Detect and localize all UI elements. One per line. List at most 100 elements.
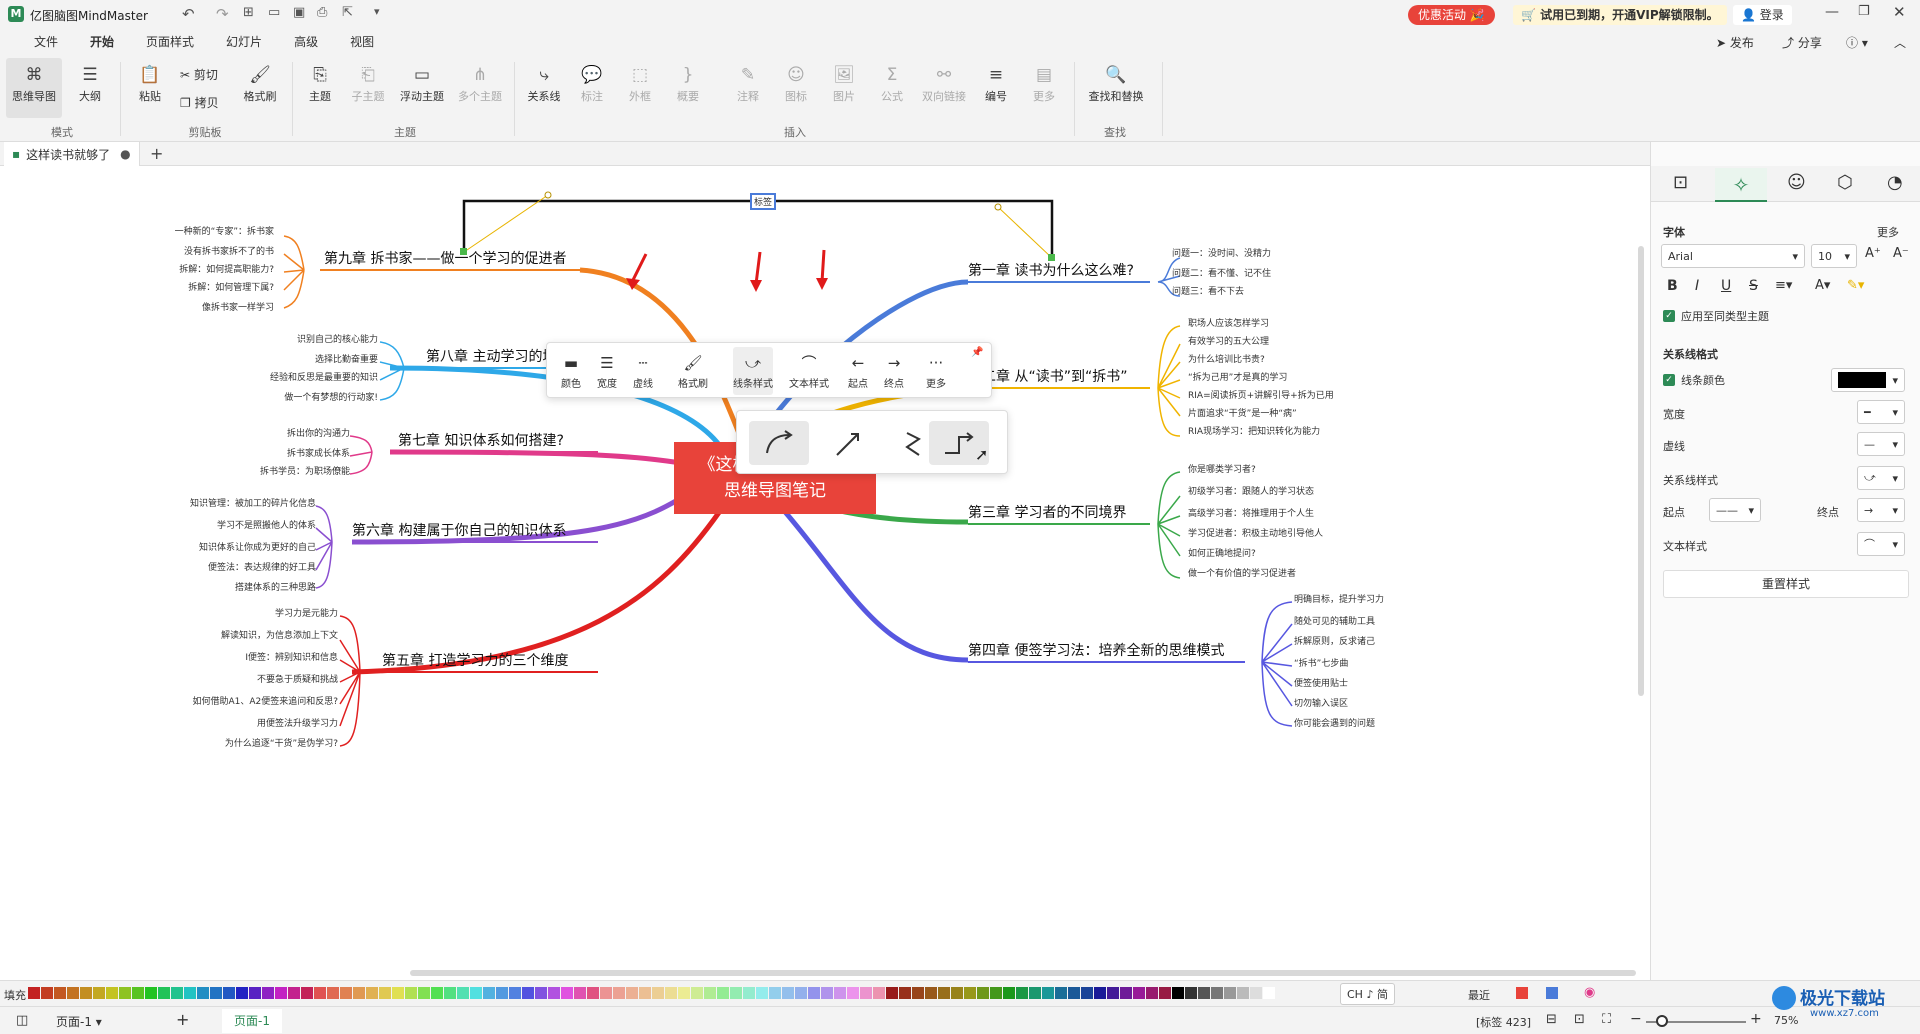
color-swatch[interactable] xyxy=(1042,987,1054,999)
ch2-sub[interactable]: RIA现场学习：把知识转化为能力 xyxy=(1188,427,1321,437)
collapse-ribbon-icon[interactable]: ︿ xyxy=(1894,36,1907,50)
apply-same-checkbox[interactable]: ✓ xyxy=(1663,310,1675,322)
numbering-button[interactable]: ≡编号 xyxy=(974,62,1018,104)
chapter-3-title[interactable]: 第三章 学习者的不同境界 xyxy=(968,505,1127,521)
color-swatch[interactable] xyxy=(1211,987,1223,999)
ch5-sub[interactable]: 为什么追逐“干货”是伪学习? xyxy=(224,739,338,749)
end-select[interactable]: →▾ xyxy=(1857,498,1905,522)
add-tab-button[interactable]: + xyxy=(150,144,164,163)
color-swatch[interactable] xyxy=(262,987,274,999)
color-swatch[interactable] xyxy=(93,987,105,999)
publish-button[interactable]: ➤ 发布 xyxy=(1716,36,1754,50)
menu-file[interactable]: 文件 xyxy=(34,35,59,49)
color-swatch[interactable] xyxy=(938,987,950,999)
bilink-button[interactable]: ⚯双向链接 xyxy=(918,62,970,104)
ch5-sub[interactable]: 用便签法升级学习力 xyxy=(256,719,338,729)
cut-button[interactable]: ✂ 剪切 xyxy=(180,68,218,82)
redo-icon[interactable]: ↷ xyxy=(216,5,229,23)
color-swatch[interactable] xyxy=(548,987,560,999)
color-swatch[interactable] xyxy=(951,987,963,999)
new-file-icon[interactable]: ⊞ xyxy=(243,5,254,20)
font-color-icon[interactable]: A▾ xyxy=(1815,278,1831,293)
chapter-7-title[interactable]: 第七章 知识体系如何搭建? xyxy=(398,433,564,449)
align-icon[interactable]: ≡▾ xyxy=(1775,278,1793,293)
ch5-sub[interactable]: 如何借助A1、A2便签来追问和反思? xyxy=(192,697,338,707)
color-swatch[interactable] xyxy=(1250,987,1262,999)
italic-icon[interactable]: I xyxy=(1695,278,1700,294)
dash-tool[interactable]: ┄虚线 xyxy=(629,351,657,390)
color-swatch[interactable] xyxy=(405,987,417,999)
line-style-elbow-option[interactable] xyxy=(929,421,989,465)
color-swatch[interactable] xyxy=(821,987,833,999)
underline-icon[interactable]: U xyxy=(1721,278,1732,294)
color-swatch[interactable] xyxy=(1068,987,1080,999)
color-swatches[interactable] xyxy=(28,987,1428,999)
color-swatch[interactable] xyxy=(639,987,651,999)
ch4-sub[interactable]: 拆解原则，反求诸己 xyxy=(1294,637,1376,647)
ch6-sub[interactable]: 知识管理：被加工的碎片化信息 xyxy=(189,499,316,509)
ch6-sub[interactable]: 学习不是照搬他人的体系 xyxy=(216,521,316,531)
color-swatch[interactable] xyxy=(847,987,859,999)
color-swatch[interactable] xyxy=(249,987,261,999)
color-swatch[interactable] xyxy=(717,987,729,999)
start-select[interactable]: ——▾ xyxy=(1709,498,1761,522)
color-swatch[interactable] xyxy=(236,987,248,999)
multi-topic-button[interactable]: ⋔多个主题 xyxy=(452,62,508,104)
color-swatch[interactable] xyxy=(665,987,677,999)
color-swatch[interactable] xyxy=(1081,987,1093,999)
color-swatch[interactable] xyxy=(808,987,820,999)
color-swatch[interactable] xyxy=(743,987,755,999)
start-point-tool[interactable]: ←起点 xyxy=(843,351,873,390)
undo-icon[interactable]: ↶ xyxy=(182,5,195,23)
color-swatch[interactable] xyxy=(1120,987,1132,999)
ch7-sub[interactable]: 拆出你的沟通力 xyxy=(286,429,350,439)
color-wheel-icon[interactable]: ◉ xyxy=(1584,985,1596,1000)
color-swatch[interactable] xyxy=(28,987,40,999)
print-icon[interactable]: ⎙ xyxy=(317,5,328,20)
strikethrough-icon[interactable]: S xyxy=(1749,278,1758,294)
zoom-slider-handle[interactable] xyxy=(1656,1015,1668,1027)
ch9-sub[interactable]: 一种新的“专家”：拆书家 xyxy=(174,227,274,237)
icon-tab-icon[interactable]: ☺ xyxy=(1787,172,1806,193)
vertical-scrollbar[interactable] xyxy=(1638,246,1644,696)
color-tool[interactable]: ▬颜色 xyxy=(557,351,585,390)
page-select[interactable]: 页面-1 ▾ xyxy=(56,1015,102,1029)
color-swatch[interactable] xyxy=(1224,987,1236,999)
menu-advanced[interactable]: 高级 xyxy=(294,35,319,49)
ch4-sub[interactable]: 便签使用贴士 xyxy=(1294,679,1349,689)
menu-page-style[interactable]: 页面样式 xyxy=(146,35,195,49)
color-swatch[interactable] xyxy=(795,987,807,999)
ch2-sub[interactable]: 有效学习的五大公理 xyxy=(1188,337,1270,347)
topic-button[interactable]: ⎘主题 xyxy=(298,62,342,104)
add-page-button[interactable]: + xyxy=(176,1010,190,1029)
sidebar-toggle-icon[interactable]: ◫ xyxy=(16,1013,29,1028)
color-swatch[interactable] xyxy=(834,987,846,999)
color-swatch[interactable] xyxy=(314,987,326,999)
ch4-sub[interactable]: 你可能会遇到的问题 xyxy=(1294,719,1376,729)
trial-notice-button[interactable]: 🛒 试用已到期，开通VIP解锁限制。 xyxy=(1513,5,1727,25)
color-swatch[interactable] xyxy=(587,987,599,999)
ch8-sub[interactable]: 选择比勤奋重要 xyxy=(314,355,378,365)
ch2-sub[interactable]: 为什么培训比书贵? xyxy=(1188,355,1265,365)
color-swatch[interactable] xyxy=(171,987,183,999)
dash-select[interactable]: —▾ xyxy=(1857,432,1905,456)
ch1-sub[interactable]: 问题二：看不懂、记不住 xyxy=(1172,269,1272,279)
mindmap-mode-button[interactable] xyxy=(6,58,62,118)
theme-tab-icon[interactable]: ⬡ xyxy=(1837,172,1853,193)
ch2-sub[interactable]: 片面追求“干货”是一种“病” xyxy=(1188,409,1297,419)
color-swatch[interactable] xyxy=(80,987,92,999)
chapter-9-title[interactable]: 第九章 拆书家——做一个学习的促进者 xyxy=(324,251,567,267)
color-swatch[interactable] xyxy=(1159,987,1171,999)
color-swatch[interactable] xyxy=(691,987,703,999)
color-swatch[interactable] xyxy=(145,987,157,999)
bold-icon[interactable]: B xyxy=(1667,278,1678,294)
ch5-sub[interactable]: 不要急于质疑和挑战 xyxy=(256,675,338,685)
color-swatch[interactable] xyxy=(444,987,456,999)
frame-button[interactable]: ⬚外框 xyxy=(618,62,662,104)
ch9-sub[interactable]: 拆解：如何管理下属? xyxy=(188,283,274,293)
ch8-sub[interactable]: 经验和反思是最重要的知识 xyxy=(269,373,378,383)
color-swatch[interactable] xyxy=(522,987,534,999)
color-swatch[interactable] xyxy=(1107,987,1119,999)
mindmap-mode-btn[interactable]: ⌘思维导图 xyxy=(8,62,60,104)
color-swatch[interactable] xyxy=(457,987,469,999)
